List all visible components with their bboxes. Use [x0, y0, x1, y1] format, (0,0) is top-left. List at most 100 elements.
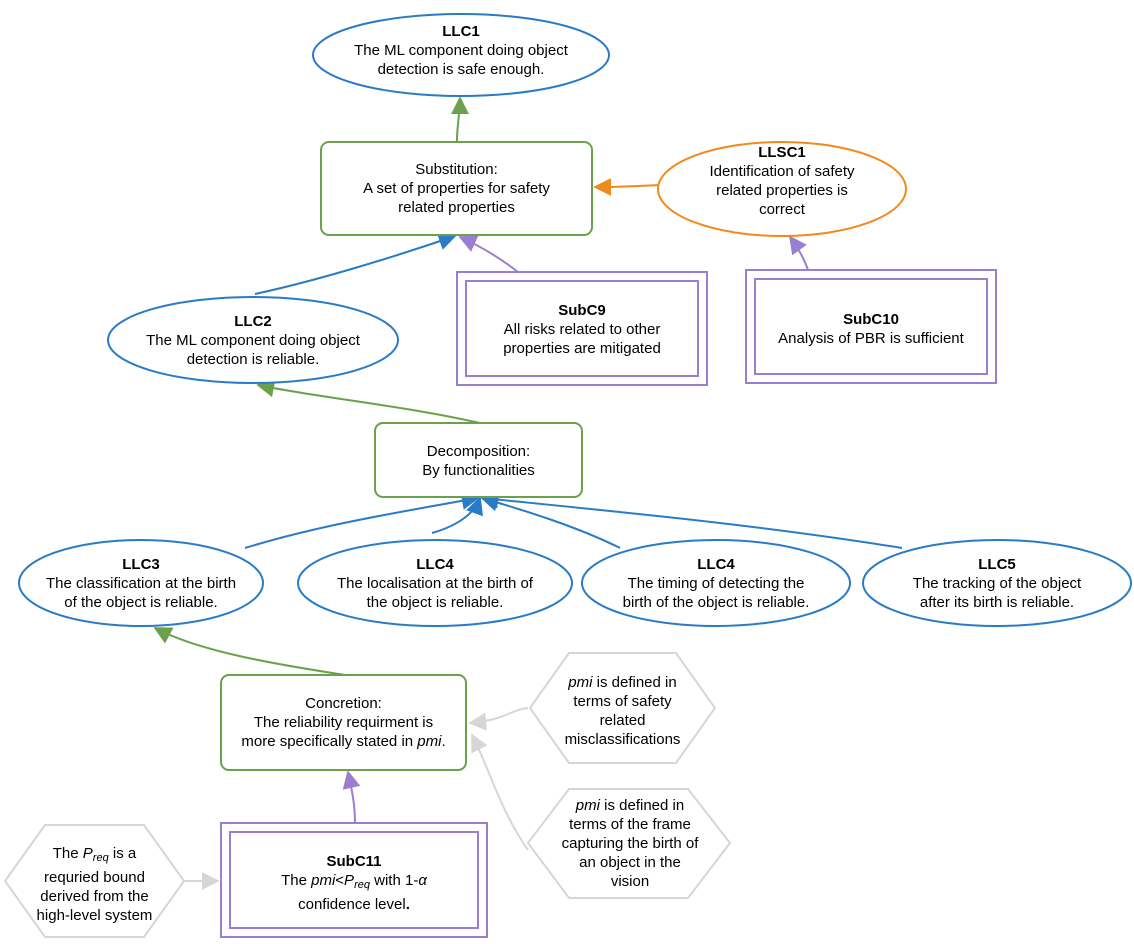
- subc9-title: SubC9: [558, 302, 606, 319]
- label-hex2: pmi is defined in terms of the frame cap…: [540, 796, 720, 891]
- llc3-line1: The classification at the birth: [45, 575, 237, 592]
- node-llc1: [312, 13, 610, 97]
- subc9-line2: properties are mitigated: [503, 340, 661, 357]
- edge-subc11-concr: [342, 770, 361, 824]
- edge-subc10-llsc1: [788, 235, 809, 271]
- llc5-title: LLC5: [978, 556, 1016, 573]
- subc11-title: SubC11: [326, 853, 382, 870]
- subc11-l1-italic: pmi: [311, 872, 336, 889]
- hex2-l3: capturing the birth of: [561, 835, 699, 852]
- llc1-title: LLC1: [442, 23, 480, 40]
- concr-line3-post: .: [441, 733, 446, 750]
- label-llc2: LLC2 The ML component doing object detec…: [113, 312, 393, 369]
- label-llc4b: LLC4 The timing of detecting the birth o…: [584, 555, 848, 612]
- subc9-line1: All risks related to other: [503, 321, 661, 338]
- concr-line2: The reliability requirment is: [253, 714, 434, 731]
- llc2-line2: detection is reliable.: [186, 351, 320, 368]
- llc2-line1: The ML component doing object: [146, 332, 360, 349]
- subc11-l2-dot: .: [405, 896, 410, 913]
- llc4a-line2: the object is reliable.: [366, 594, 504, 611]
- subst-line2: A set of properties for safety: [363, 180, 550, 197]
- node-llc5: [862, 539, 1132, 627]
- label-hex1: pmi is defined in terms of safety relate…: [540, 673, 705, 749]
- label-concr: Concretion: The reliability requirment i…: [221, 694, 466, 751]
- hex3-l3: derived from the: [40, 888, 149, 905]
- concr-line3-pre: more specifically stated in: [241, 733, 418, 750]
- node-hex2: [526, 788, 732, 899]
- hex2-l2: terms of the frame: [569, 816, 691, 833]
- llc1-line1: The ML component doing object: [354, 42, 568, 59]
- node-subc10-outer: [745, 269, 997, 384]
- label-subc10: SubC10 Analysis of PBR is sufficient: [755, 310, 987, 348]
- hex3-l2: requried bound: [44, 869, 145, 886]
- llc4b-line1: The timing of detecting the: [627, 575, 805, 592]
- hex3-l1-pre: The: [52, 845, 83, 862]
- subst-line3: related properties: [398, 199, 515, 216]
- hex3-l1-sub: req: [92, 852, 109, 864]
- llsc1-line3: correct: [759, 201, 805, 218]
- llsc1-title: LLSC1: [758, 144, 806, 161]
- subc11-l1-sub: req: [354, 879, 370, 891]
- hex3-l4: high-level system: [36, 907, 153, 924]
- llc3-line2: of the object is reliable.: [64, 594, 218, 611]
- llc3-title: LLC3: [122, 556, 160, 573]
- label-llsc1: LLSC1 Identification of safety related p…: [662, 143, 902, 219]
- subst-line1: Substitution:: [415, 161, 498, 178]
- concr-line1: Concretion:: [305, 695, 382, 712]
- label-subc11: SubC11 The pmi<Preq with 1-α confidence …: [230, 852, 478, 914]
- concr-line3-italic: pmi: [417, 733, 442, 750]
- label-subst: Substitution: A set of properties for sa…: [321, 160, 592, 217]
- hex3-l1-post: is a: [108, 845, 137, 862]
- hex1-l3: related: [599, 712, 646, 729]
- label-decomp: Decomposition: By functionalities: [375, 442, 582, 480]
- hex1-l2: terms of safety: [573, 693, 672, 710]
- edge-concr-llc3: [153, 627, 346, 676]
- edge-hex2-concr: [471, 733, 529, 851]
- llc4b-title: LLC4: [697, 556, 735, 573]
- hex1-l4: misclassifications: [564, 731, 681, 748]
- edge-llc3-decomp: [244, 492, 480, 549]
- subc11-l1-alpha: α: [418, 872, 427, 889]
- llc4b-line2: birth of the object is reliable.: [622, 594, 810, 611]
- hex1-l1-post: is defined in: [592, 674, 677, 691]
- node-hex1: [528, 652, 717, 764]
- label-llc4a: LLC4 The localisation at the birth of th…: [301, 555, 569, 612]
- subc11-l1-p: P: [344, 872, 355, 889]
- label-llc1: LLC1 The ML component doing object detec…: [321, 22, 601, 79]
- node-concr: [220, 674, 467, 771]
- label-hex3: The Preq is a requried bound derived fro…: [12, 844, 177, 925]
- hex2-l1-italic: pmi: [575, 797, 600, 814]
- node-llc4a: [297, 539, 573, 627]
- llc4a-title: LLC4: [416, 556, 454, 573]
- subc10-line1: Analysis of PBR is sufficient: [778, 330, 964, 347]
- llc2-title: LLC2: [234, 313, 272, 330]
- hex2-l1-post: is defined in: [599, 797, 685, 814]
- llc1-line2: detection is safe enough.: [377, 61, 545, 78]
- subc11-l2: confidence level: [298, 896, 406, 913]
- llc5-line2: after its birth is reliable.: [919, 594, 1075, 611]
- hex2-l5: vision: [610, 873, 650, 890]
- node-llsc1: [657, 141, 907, 237]
- edge-llc2-subst: [254, 232, 457, 295]
- subc10-title: SubC10: [843, 311, 899, 328]
- edge-llc4a-decomp: [431, 496, 484, 534]
- node-llc4b: [581, 539, 851, 627]
- llsc1-line1: Identification of safety: [709, 163, 855, 180]
- node-llc3: [18, 539, 264, 627]
- label-llc5: LLC5 The tracking of the object after it…: [865, 555, 1129, 612]
- node-subc11-outer: [220, 822, 488, 938]
- node-decomp: [374, 422, 583, 498]
- llc4a-line1: The localisation at the birth of: [337, 575, 533, 592]
- hex3-l1-p: P: [82, 845, 93, 862]
- node-subst: [320, 141, 593, 236]
- edge-subc9-subst: [458, 235, 519, 273]
- node-subc9-outer: [456, 271, 708, 386]
- hex2-l4: an object in the: [579, 854, 681, 871]
- llsc1-line2: related properties is: [716, 182, 848, 199]
- edge-subst-llc1: [450, 96, 469, 142]
- llc5-line1: The tracking of the object: [912, 575, 1082, 592]
- edge-llsc1-subst: [593, 177, 661, 196]
- decomp-line2: By functionalities: [422, 462, 535, 479]
- subc11-l1-lt: <: [335, 872, 345, 889]
